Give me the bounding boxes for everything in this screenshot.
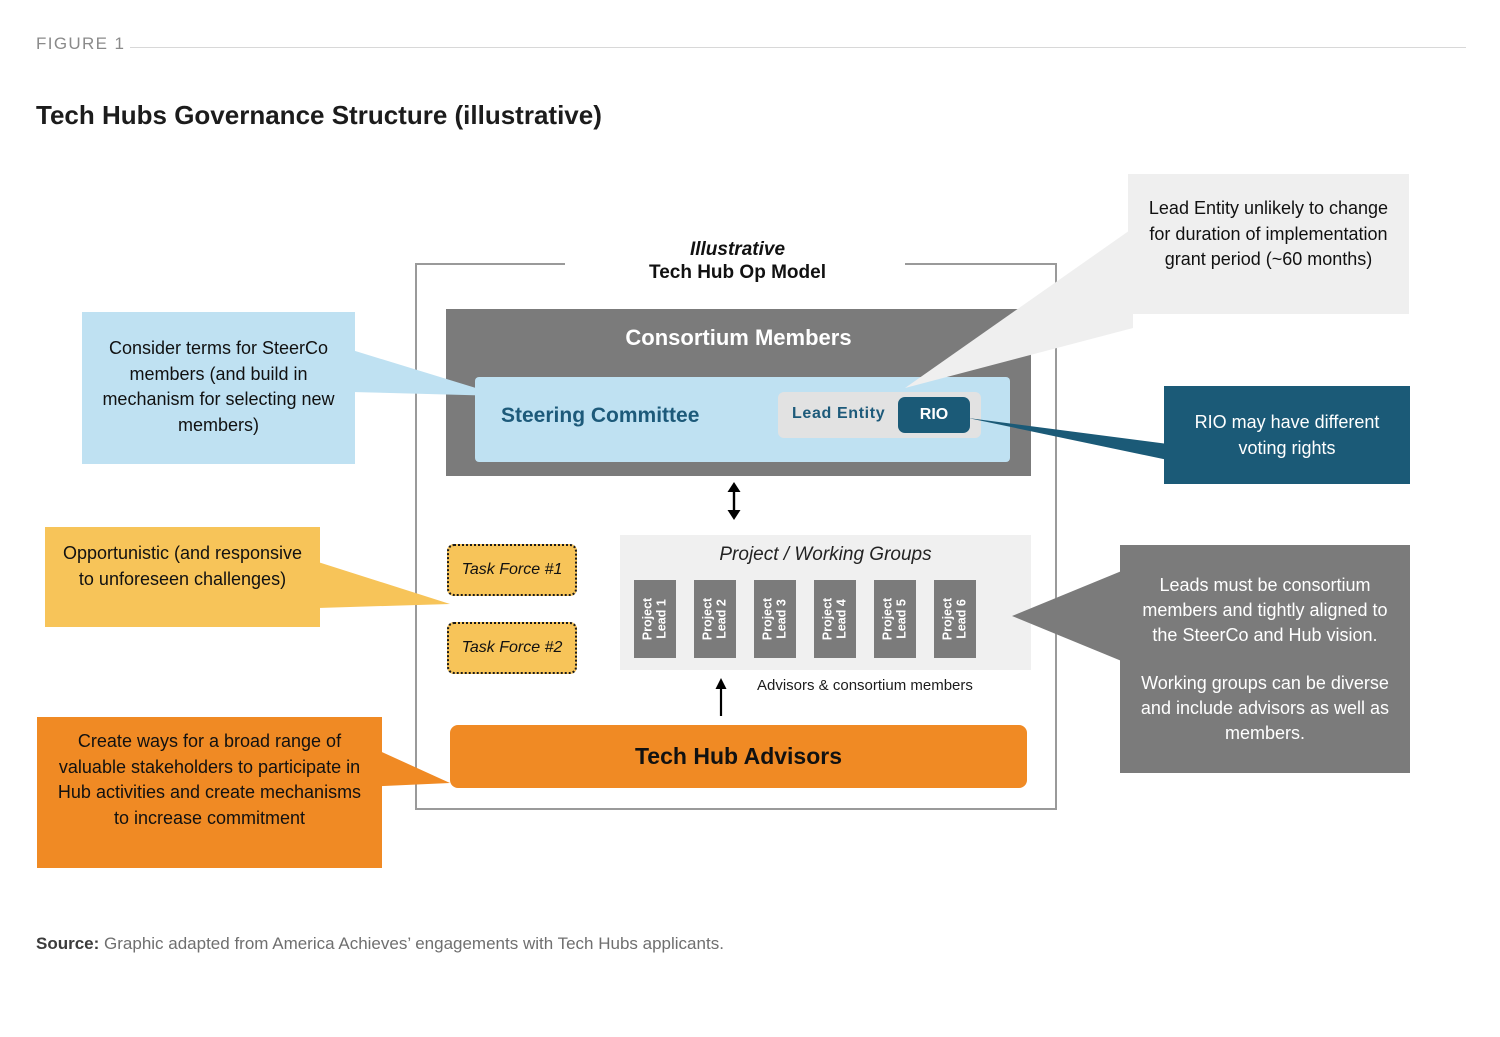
source-text: Graphic adapted from America Achieves’ e… — [99, 934, 724, 953]
callout-steerco-terms: Consider terms for SteerCo members (and … — [82, 312, 355, 464]
frame-title-gap — [565, 254, 905, 276]
callout-create-ways: Create ways for a broad range of valuabl… — [37, 717, 382, 868]
op-model-title: Illustrative Tech Hub Op Model — [565, 238, 910, 284]
rio-chip: RIO — [898, 397, 970, 433]
steerco-workgroups-double-arrow — [727, 482, 741, 520]
rio-label: RIO — [919, 406, 949, 423]
advisors-arrow-caption: Advisors & consortium members — [757, 677, 973, 694]
callout-steerco-terms-text: Consider terms for SteerCo members (and … — [102, 338, 335, 435]
source-label: Source: — [36, 934, 100, 953]
tech-hub-advisors-label: Tech Hub Advisors — [634, 743, 843, 769]
callout-create-ways-text: Create ways for a broad range of valuabl… — [57, 731, 362, 828]
callout-opportunistic: Opportunistic (and responsive to unfores… — [45, 527, 320, 627]
leads-callout-pointer — [1012, 570, 1124, 662]
task-force-1-label: Task Force #1 — [461, 561, 563, 578]
rio-callout-pointer — [968, 418, 1168, 460]
callout-leads-requirements-p1: Leads must be consortium members and tig… — [1142, 575, 1388, 646]
page-title: Tech Hubs Governance Structure (illustra… — [36, 100, 602, 130]
callout-leads-requirements: Leads must be consortium members and tig… — [1120, 545, 1410, 773]
steering-committee-box: Steering Committee Lead Entity RIO — [475, 377, 1010, 462]
callout-lead-entity-text: Lead Entity unlikely to change for durat… — [1148, 198, 1389, 270]
figure-label: FIGURE 1 — [36, 34, 126, 53]
task-force-1-box: Task Force #1 — [447, 544, 577, 596]
task-force-2-box: Task Force #2 — [447, 622, 577, 674]
steerco-callout-pointer — [352, 350, 502, 396]
lead-entity-callout-pointer — [905, 228, 1133, 388]
source-line: Source: Graphic adapted from America Ach… — [36, 934, 724, 954]
steering-committee-label: Steering Committee — [501, 404, 700, 427]
op-model-title-line1: Illustrative — [689, 239, 786, 260]
lead-entity-label: Lead Entity — [792, 405, 886, 422]
callout-lead-entity: Lead Entity unlikely to change for durat… — [1128, 174, 1409, 314]
diagram-canvas: Illustrative Tech Hub Op Model Consortiu… — [0, 150, 1500, 910]
header-divider — [130, 47, 1466, 48]
callout-opportunistic-text: Opportunistic (and responsive to unfores… — [62, 543, 303, 589]
op-model-title-line2: Tech Hub Op Model — [649, 262, 826, 284]
advisors-up-arrow — [715, 678, 727, 716]
task-force-2-label: Task Force #2 — [461, 639, 563, 656]
project-working-groups-title: Project / Working Groups — [719, 544, 932, 565]
callout-rio-voting-text: RIO may have different voting rights — [1194, 412, 1380, 458]
callout-leads-requirements-p2: Working groups can be diverse and includ… — [1140, 672, 1390, 743]
consortium-members-box: Consortium Members Steering Committee Le… — [446, 309, 1031, 476]
lead-entity-pill: Lead Entity RIO — [778, 392, 981, 438]
consortium-members-label: Consortium Members — [625, 325, 852, 350]
opportunistic-callout-pointer — [318, 562, 450, 608]
tech-hub-advisors-bar: Tech Hub Advisors — [450, 725, 1027, 788]
callout-rio-voting: RIO may have different voting rights — [1164, 386, 1410, 484]
